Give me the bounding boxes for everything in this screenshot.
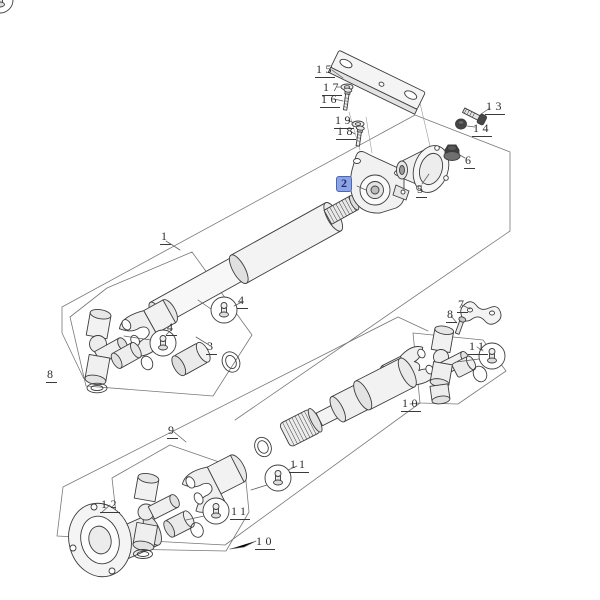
rear-shaft (279, 357, 417, 447)
callout-9[interactable]: 9 (167, 423, 178, 439)
callout-4b[interactable]: 4 (166, 320, 177, 336)
callout-4a[interactable]: 4 (237, 293, 248, 309)
front-shaft-tube (148, 195, 360, 326)
callout-15[interactable]: 15 (315, 62, 335, 78)
callout-10b[interactable]: 10 (255, 534, 275, 550)
callout-3[interactable]: 3 (206, 339, 217, 355)
callout-11a[interactable]: 11 (468, 339, 488, 355)
flange-nut (443, 144, 461, 161)
callout-19[interactable]: 19 (334, 113, 354, 129)
universal-joint-kit-2 (429, 325, 488, 405)
grease-fitting-detail (0, 0, 14, 14)
callout-5[interactable]: 5 (416, 182, 427, 198)
spline-end (323, 195, 360, 225)
assembly1-boundary (61, 114, 511, 421)
bearing-guard-flange (396, 145, 450, 193)
callout-8a[interactable]: 8 (46, 367, 57, 383)
callout-14[interactable]: 14 (472, 121, 492, 137)
mount-bolt (462, 107, 488, 126)
mount-nut (455, 118, 467, 130)
callout-11b[interactable]: 11 (289, 457, 309, 473)
sleeve-ring (254, 436, 272, 458)
callout-16[interactable]: 16 (320, 92, 340, 108)
leader-lines (100, 69, 491, 550)
bolt-18 (355, 125, 365, 147)
callout-2-selected[interactable]: 2 (336, 176, 352, 192)
front-shaft-yoke (118, 299, 178, 357)
rear-spline-end (279, 408, 323, 447)
callout-8b[interactable]: 8 (446, 307, 457, 323)
bolt-16 (342, 87, 353, 111)
callout-6[interactable]: 6 (464, 153, 475, 169)
support-bar (327, 50, 426, 115)
callout-10a[interactable]: 10 (401, 396, 421, 412)
center-bearing-support (349, 151, 410, 214)
strap-bolt (454, 316, 467, 335)
callout-12[interactable]: 12 (100, 497, 120, 513)
universal-joint-kit-1 (84, 309, 241, 394)
callout-7[interactable]: 7 (457, 297, 468, 313)
callout-17[interactable]: 17 (322, 80, 342, 96)
callout-13[interactable]: 13 (485, 99, 505, 115)
callout-18[interactable]: 18 (336, 124, 356, 140)
joint-kit2-boundary (412, 332, 507, 405)
boundary-boxes (56, 114, 511, 552)
callout-11c[interactable]: 11 (230, 504, 250, 520)
joint-kit1-boundary (69, 251, 253, 397)
callout-1[interactable]: 1 (160, 229, 171, 245)
